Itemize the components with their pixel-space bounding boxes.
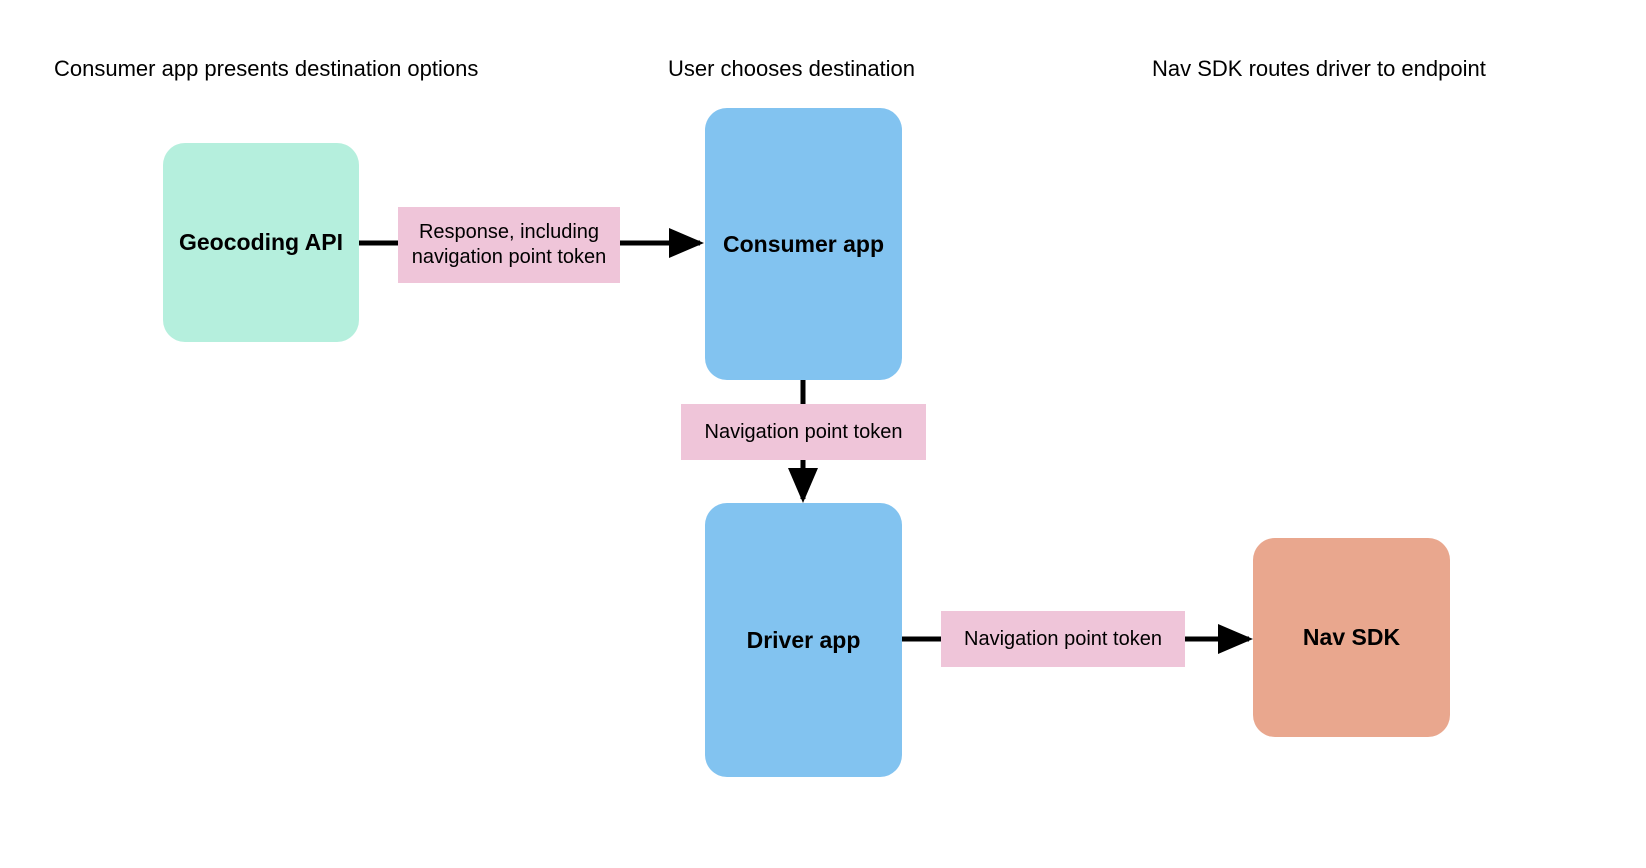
edge-label-consumer-to-driver-text: Navigation point token [704,420,903,443]
edge-label-geocoding-to-consumer: Response, including navigation point tok… [398,207,620,283]
edge-label-driver-to-navsdk: Navigation point token [941,611,1185,667]
node-nav-sdk[interactable]: Nav SDK [1253,538,1450,737]
node-driver-app-label: Driver app [746,626,861,653]
node-geocoding-api-label: Geocoding API [179,229,343,256]
column-header-user-chooses: User chooses destination [668,56,916,81]
node-consumer-app[interactable]: Consumer app [705,108,902,380]
node-driver-app[interactable]: Driver app [705,503,902,777]
edge-label-driver-to-navsdk-text: Navigation point token [964,627,1162,650]
node-nav-sdk-label: Nav SDK [1302,624,1401,651]
edge-label-geocoding-to-consumer-text: Response, including navigation point tok… [411,221,607,268]
column-header-consumer-options: Consumer app presents destination option… [54,56,479,81]
edge-label-consumer-to-driver: Navigation point token [681,404,926,460]
node-geocoding-api[interactable]: Geocoding API [163,143,359,342]
node-consumer-app-label: Consumer app [722,230,885,257]
column-header-nav-routes: Nav SDK routes driver to endpoint [1152,56,1486,81]
